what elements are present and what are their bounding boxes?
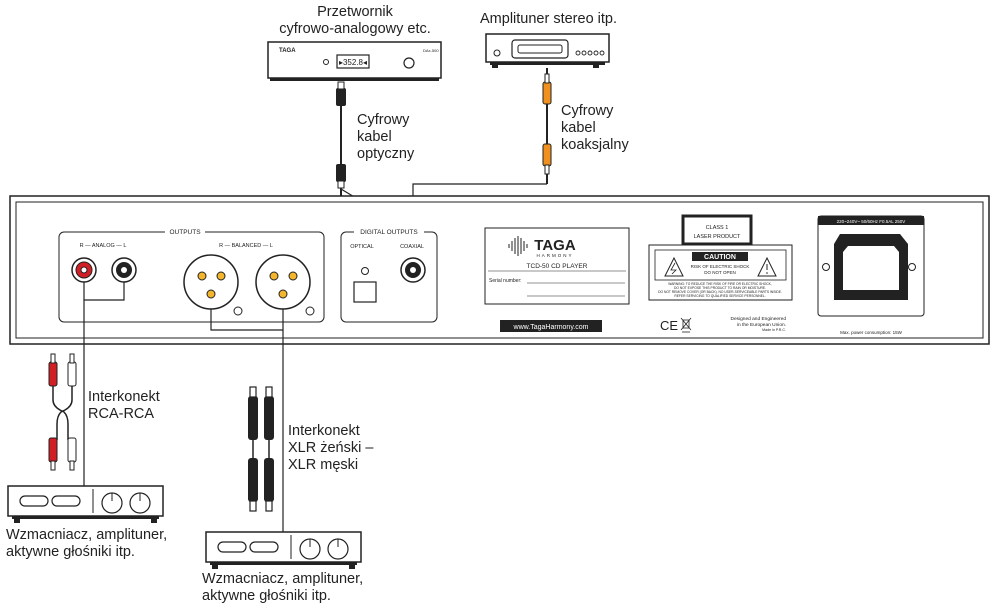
laser-label: CLASS 1 LASER PRODUCT bbox=[681, 214, 753, 246]
rca-wiring bbox=[83, 282, 125, 486]
serial-label: Serial number: bbox=[489, 278, 522, 284]
optical-label: OPTICAL bbox=[350, 244, 374, 250]
power-inlet: 220~240V~ 50/60Hz F0.5AL 250V Max. power… bbox=[817, 215, 925, 335]
svg-text:LASER PRODUCT: LASER PRODUCT bbox=[694, 234, 741, 240]
svg-text:DO NOT EXPOSE THIS PRODUCT TO: DO NOT EXPOSE THIS PRODUCT TO RAIN OR MO… bbox=[674, 286, 766, 290]
designed-line2: in the European Union. bbox=[737, 322, 786, 328]
dac-display: ▸352.8◂ bbox=[339, 58, 367, 67]
outputs-title: OUTPUTS bbox=[169, 229, 201, 236]
svg-text:WARNING: TO REDUCE THE RISK OF: WARNING: TO REDUCE THE RISK OF FIRE OR E… bbox=[668, 282, 772, 286]
panel-brand-sub: HARMONY bbox=[536, 253, 573, 258]
ce-mark: CE bbox=[660, 318, 678, 333]
dac-brand: TAGA bbox=[279, 48, 296, 54]
rca-jack-right bbox=[71, 257, 97, 283]
receiver-label: Amplituner stereo itp. bbox=[480, 11, 618, 27]
svg-text:RISK OF ELECTRIC SHOCK: RISK OF ELECTRIC SHOCK bbox=[691, 264, 750, 269]
panel-brand: TAGA bbox=[534, 237, 576, 254]
designed-line1: Designed and Engineered bbox=[731, 316, 787, 322]
optical-port bbox=[353, 281, 377, 303]
balanced-label: R — BALANCED — L bbox=[219, 243, 273, 249]
taga-wave-logo bbox=[508, 236, 528, 256]
svg-text:CAUTION: CAUTION bbox=[704, 254, 736, 261]
dac-label: Przetwornik cyfrowo-analogowy etc. bbox=[279, 4, 431, 37]
dac-model: DAx-500 bbox=[423, 48, 439, 53]
rca-interconnect-cable bbox=[48, 353, 77, 471]
svg-text:REFER SERVICING TO QUALIFIED S: REFER SERVICING TO QUALIFIED SERVICE PER… bbox=[674, 294, 765, 298]
analog-label: R — ANALOG — L bbox=[80, 243, 127, 249]
product-label: TAGA HARMONY TCD-50 CD PLAYER Serial num… bbox=[484, 227, 630, 305]
amp-center-label: Wzmacniacz, amplituner, aktywne głośniki… bbox=[202, 571, 364, 604]
coax-cable-label: Cyfrowy kabel koaksjalny bbox=[561, 103, 629, 153]
website-badge: www.TagaHarmony.com bbox=[500, 320, 602, 332]
stereo-receiver bbox=[485, 33, 610, 68]
xlr-interconnect-cable bbox=[247, 386, 275, 512]
panel-model: TCD-50 CD PLAYER bbox=[527, 263, 588, 270]
amp-left-label: Wzmacniacz, amplituner, aktywne głośniki… bbox=[6, 527, 168, 560]
digital-title: DIGITAL OUTPUTS bbox=[360, 229, 418, 236]
power-consumption: Max. power consumption: 15W bbox=[840, 330, 903, 335]
xlr-wiring bbox=[210, 309, 284, 532]
amplifier-center bbox=[205, 531, 362, 569]
caution-label: CAUTION RISK OF ELECTRIC SHOCK DO NOT OP… bbox=[648, 244, 793, 301]
rca-interconnect-label: Interkonekt RCA-RCA bbox=[88, 389, 160, 422]
lightning-warning-icon bbox=[664, 256, 684, 277]
weee-bin-icon bbox=[680, 317, 692, 333]
xlr-jack-left bbox=[255, 254, 315, 316]
optical-cable bbox=[336, 81, 357, 290]
coaxial-jack bbox=[400, 257, 426, 283]
coaxial-label: COAXIAL bbox=[400, 244, 424, 250]
website: www.TagaHarmony.com bbox=[513, 324, 589, 331]
xlr-interconnect-label: Interkonekt XLR żeński – XLR męski bbox=[288, 423, 374, 473]
cd-player-rear-panel: OUTPUTS R — ANALOG — L R — BALANCED — L bbox=[9, 195, 990, 345]
dac-device: TAGA ▸352.8◂ DAx-500 bbox=[267, 41, 442, 81]
power-spec: 220~240V~ 50/60Hz F0.5AL 250V bbox=[837, 219, 906, 224]
svg-text:DO NOT REMOVE COVER (OR BACK).: DO NOT REMOVE COVER (OR BACK). NO USER-S… bbox=[658, 290, 782, 294]
amplifier-left bbox=[7, 485, 164, 523]
optical-cable-label: Cyfrowy kabel optyczny bbox=[357, 112, 415, 162]
designed-line3: Made in P.R.C. bbox=[762, 328, 786, 332]
xlr-jack-right bbox=[183, 254, 243, 316]
rca-jack-left bbox=[111, 257, 137, 283]
svg-text:CLASS 1: CLASS 1 bbox=[706, 225, 729, 231]
svg-text:DO NOT OPEN: DO NOT OPEN bbox=[704, 270, 735, 275]
